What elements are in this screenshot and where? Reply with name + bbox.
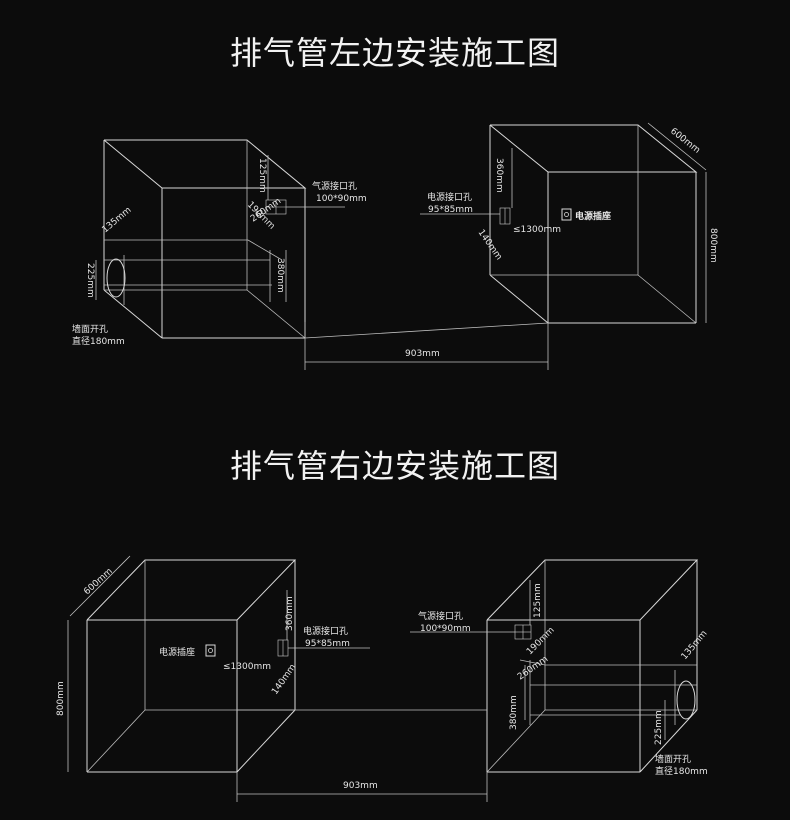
dim-125-right: 125mm — [533, 583, 543, 618]
power-port-hatch-right — [277, 639, 370, 657]
power-port-label-right: 电源接口孔 — [303, 625, 348, 637]
max-height-left: ≤1300mm — [513, 225, 561, 235]
gas-port-label-right: 气源接口孔 — [418, 610, 463, 622]
power-port-size-right: 95*85mm — [305, 639, 350, 649]
dim-800-left: 800mm — [708, 228, 718, 263]
gas-port-size-left: 100*90mm — [316, 194, 367, 204]
page-title-left-install: 排气管左边安装施工图 — [229, 34, 560, 72]
dim-125-left: 125mm — [257, 158, 267, 193]
dim-903-right: 903mm — [343, 781, 378, 791]
socket-label-right: 电源插座 — [159, 646, 195, 658]
dim-360-right: 360mm — [285, 596, 295, 631]
dim-225-left: 225mm — [85, 263, 95, 298]
right-install-diagram: 600mm 800mm 电源插座 ≤1300mm 360mm 电源接口孔 95*… — [56, 555, 710, 802]
left-cabinet — [103, 139, 307, 339]
left-cabinet-2 — [86, 559, 297, 773]
dim-140-right: 140mm — [270, 663, 298, 697]
socket-label-left: 电源插座 — [575, 210, 611, 222]
wall-hole-diameter-left: 直径180mm — [72, 335, 125, 347]
gas-port-hatch-right — [410, 624, 532, 640]
dim-135-left: 135mm — [101, 205, 134, 235]
power-port-hatch-left — [420, 207, 511, 225]
dim-225-right: 225mm — [654, 710, 664, 745]
power-port-label-left: 电源接口孔 — [427, 191, 472, 203]
wall-hole-label-left: 墙面开孔 — [72, 323, 108, 335]
power-socket-icon — [561, 208, 572, 221]
wall-hole-label-right: 墙面开孔 — [655, 753, 691, 765]
wall-hole-diameter-right: 直径180mm — [655, 765, 708, 777]
right-cabinet — [489, 124, 698, 324]
dim-380-right: 380mm — [509, 695, 519, 730]
left-install-diagram: 125mm 气源接口孔 100*90mm 190mm 260mm 380mm 1… — [72, 122, 718, 370]
dim-190-right: 190mm — [525, 626, 557, 658]
wall-hole-right — [676, 680, 696, 720]
page-title-right-install: 排气管右边安装施工图 — [229, 447, 560, 485]
dim-135-right: 135mm — [680, 629, 710, 662]
dim-600-right: 600mm — [82, 567, 114, 598]
dim-903-left: 903mm — [405, 349, 440, 359]
dim-800-right: 800mm — [56, 681, 66, 716]
right-cabinet-2 — [486, 559, 699, 773]
wall-hole-left — [106, 258, 126, 298]
gas-port-hatch-left — [265, 199, 345, 215]
dim-600-left: 600mm — [668, 126, 702, 155]
dim-360-left: 360mm — [494, 158, 504, 193]
dim-380-left: 380mm — [275, 258, 285, 293]
gas-port-label-left: 气源接口孔 — [312, 180, 357, 192]
power-socket-icon — [205, 644, 216, 657]
max-height-right: ≤1300mm — [223, 662, 271, 672]
gas-port-size-right: 100*90mm — [420, 624, 471, 634]
power-port-size-left: 95*85mm — [428, 205, 473, 215]
